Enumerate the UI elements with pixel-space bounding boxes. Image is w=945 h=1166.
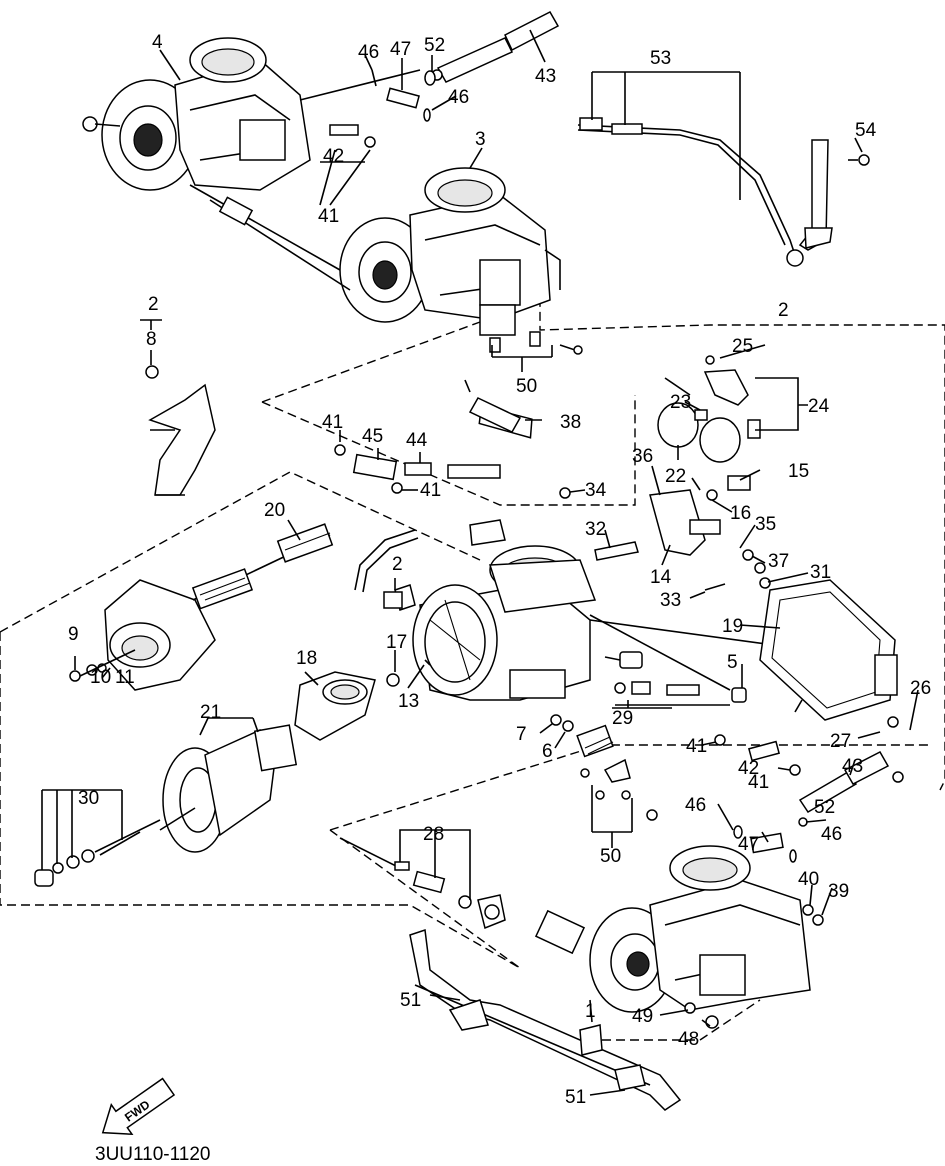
- carburetor-3-drawing: [189, 167, 561, 336]
- callout-26: 26: [910, 678, 931, 699]
- hose-38-drawing: [464, 379, 522, 433]
- pilot-screw-28-drawing: [339, 837, 506, 930]
- callout-22: 22: [665, 466, 686, 487]
- callout-52: 52: [424, 35, 445, 56]
- diaphragm-cover-drawing: [69, 523, 334, 691]
- middle-jets-drawing: [614, 651, 747, 706]
- callout-10: 10: [90, 667, 111, 688]
- callout-50: 50: [600, 846, 621, 867]
- carburetor-1-drawing: [534, 845, 824, 1029]
- callout-46: 46: [821, 824, 842, 845]
- callout-49: 49: [632, 1006, 653, 1027]
- callout-54: 54: [855, 120, 877, 141]
- carburetor-main-drawing: [354, 529, 811, 701]
- callout-18: 18: [296, 648, 317, 669]
- callout-2: 2: [778, 300, 789, 321]
- parts-50-upper-drawing: [489, 331, 583, 355]
- drawing-code: 3UU110-1120: [95, 1144, 210, 1165]
- throttle-valve-18-drawing: [294, 671, 376, 741]
- callout-5: 5: [727, 652, 738, 673]
- leader-lines: [41, 29, 919, 1096]
- callout-11: 11: [115, 667, 135, 688]
- callout-42: 42: [323, 146, 344, 167]
- callout-45: 45: [362, 426, 383, 447]
- callout-37: 37: [768, 551, 789, 572]
- callout-9: 9: [68, 624, 79, 645]
- bracket-8-drawing: [145, 365, 216, 496]
- callout-43: 43: [535, 66, 556, 87]
- right-bracket-group-drawing: [559, 355, 771, 591]
- callout-29: 29: [612, 708, 633, 729]
- carburetor-4-drawing: [82, 37, 421, 191]
- callout-27: 27: [830, 731, 851, 752]
- callout-16: 16: [730, 503, 751, 524]
- callout-44: 44: [406, 430, 428, 451]
- callout-41: 41: [686, 736, 707, 757]
- callout-7: 7: [516, 724, 527, 745]
- callout-6: 6: [542, 741, 553, 762]
- callout-23: 23: [670, 392, 691, 413]
- callout-17: 17: [386, 632, 407, 653]
- callout-50: 50: [516, 376, 537, 397]
- callout-31: 31: [810, 562, 831, 583]
- callout-1: 1: [585, 1001, 596, 1022]
- callout-2: 2: [392, 554, 403, 575]
- callout-32: 32: [585, 519, 606, 540]
- fwd-arrow-icon: FWD: [101, 1077, 176, 1136]
- lower-left-small-parts-drawing: [550, 714, 658, 821]
- callout-40: 40: [798, 869, 819, 890]
- callout-38: 38: [560, 412, 581, 433]
- vacuum-piston-21-drawing: [99, 724, 298, 856]
- callout-20: 20: [264, 500, 285, 521]
- callout-30: 30: [78, 788, 99, 809]
- callout-21: 21: [200, 702, 221, 723]
- callout-39: 39: [828, 881, 849, 902]
- lower-right-small-parts-drawing: [714, 734, 890, 863]
- spring-20: [191, 523, 334, 610]
- callout-14: 14: [650, 567, 672, 588]
- callout-46: 46: [448, 87, 469, 108]
- callout-42: 42: [738, 758, 759, 779]
- cable-53-bracket-54-drawing: [577, 117, 870, 267]
- callout-36: 36: [632, 446, 653, 467]
- callout-48: 48: [678, 1029, 699, 1050]
- callout-46: 46: [685, 795, 706, 816]
- callout-47: 47: [738, 834, 759, 855]
- callout-51: 51: [565, 1087, 586, 1108]
- callout-41: 41: [748, 772, 769, 793]
- callout-4: 4: [152, 32, 163, 53]
- link-rods-51-drawing: [409, 928, 682, 1111]
- float-bowl-gasket-19-drawing: [759, 579, 904, 783]
- callout-13: 13: [398, 691, 419, 712]
- callout-28: 28: [423, 824, 444, 845]
- callout-52: 52: [814, 797, 835, 818]
- parts-30-drawing: [34, 819, 161, 887]
- callout-3: 3: [475, 129, 486, 150]
- callout-41: 41: [420, 480, 441, 501]
- callout-51: 51: [400, 990, 421, 1011]
- callout-24: 24: [808, 396, 830, 417]
- callout-8: 8: [146, 329, 157, 350]
- callout-43: 43: [842, 756, 863, 777]
- callout-53: 53: [650, 48, 671, 69]
- callout-25: 25: [732, 336, 753, 357]
- callout-35: 35: [755, 514, 776, 535]
- callout-46: 46: [358, 42, 379, 63]
- upper-small-parts-drawing: [329, 69, 436, 148]
- callout-41: 41: [318, 206, 339, 227]
- callout-19: 19: [722, 616, 743, 637]
- callout-2: 2: [148, 294, 159, 315]
- callout-33: 33: [660, 590, 681, 611]
- callout-41: 41: [322, 412, 343, 433]
- callout-47: 47: [390, 39, 411, 60]
- callout-34: 34: [585, 480, 607, 501]
- callout-15: 15: [788, 461, 809, 482]
